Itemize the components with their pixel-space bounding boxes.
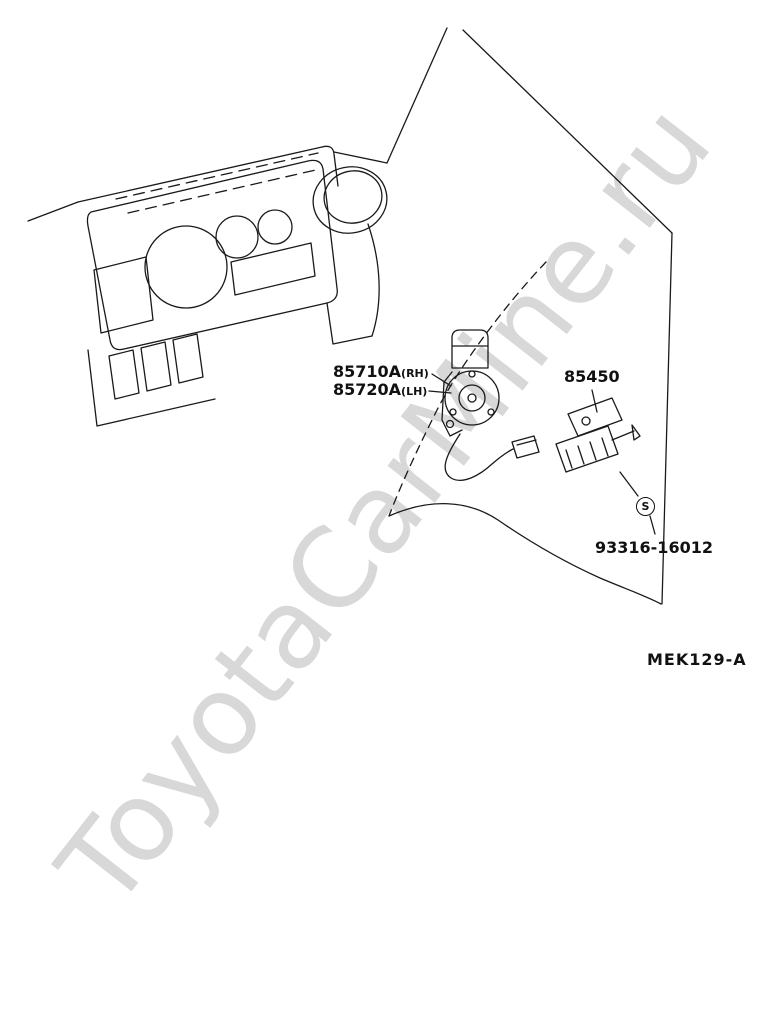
- window-motor-drawing: [441, 329, 540, 481]
- part-number: 85720A: [333, 380, 402, 399]
- cab-outline: [386, 27, 673, 605]
- door-bottom-curve: [388, 503, 662, 605]
- vent-slots-row2: [127, 168, 321, 214]
- switch-body: [555, 425, 619, 473]
- leader-screw-number: [649, 515, 656, 535]
- switch-rect-2: [140, 341, 172, 392]
- part-qualifier: (LH): [401, 385, 428, 398]
- motor-housing: [451, 329, 489, 369]
- part-qualifier: (RH): [401, 367, 429, 380]
- gear-housing-inner: [458, 384, 486, 412]
- switch-stem: [611, 430, 635, 441]
- roof-line: [462, 29, 673, 234]
- switch-body-hatch-4: [601, 437, 609, 457]
- leader-screw-symbol: [619, 471, 639, 497]
- gear-bolt-2: [449, 408, 457, 416]
- wire-connector-line: [516, 439, 537, 446]
- switch-body-hatch-3: [589, 441, 597, 461]
- steering-column-inner: [323, 170, 383, 224]
- gear-bolt-1: [487, 408, 495, 416]
- part-label-motor-lh: 85720A(LH): [333, 381, 427, 400]
- motor-wire: [444, 433, 514, 481]
- gear-bolt-3: [468, 370, 476, 378]
- part-label-screw: 93316-16012: [595, 539, 713, 556]
- switch-bracket-hole: [581, 416, 591, 426]
- dash-right-contour: [367, 223, 380, 337]
- dash-lower-right-pocket: [326, 302, 373, 345]
- switch-body-hatch-1: [565, 449, 573, 469]
- steering-column-outer: [312, 166, 388, 234]
- switch-rect-3: [172, 333, 204, 384]
- part-number: 85450: [564, 367, 620, 386]
- wire-connector: [511, 435, 540, 459]
- part-number: 85710A: [333, 362, 402, 381]
- door-rear-edge: [661, 232, 673, 605]
- leader-switch: [591, 389, 598, 413]
- speedometer-gauge: [144, 225, 228, 309]
- part-label-motor-rh: 85710A(RH): [333, 363, 429, 382]
- gauge-small-left: [215, 215, 259, 259]
- cluster-panel: [86, 159, 338, 351]
- motor-bracket: [441, 371, 463, 437]
- cluster-wide-rectangle: [230, 242, 316, 296]
- gear-housing-outer: [444, 370, 500, 426]
- screw-symbol-badge: S: [636, 497, 655, 516]
- dash-lower-outline: [87, 349, 216, 427]
- switch-bracket: [567, 397, 623, 437]
- gear-shaft: [467, 393, 477, 403]
- dash-to-pillar-line: [333, 151, 388, 164]
- part-label-switch: 85450: [564, 368, 620, 385]
- dash-top-edge: [77, 145, 339, 203]
- leader-motor-lh: [428, 390, 452, 394]
- figure-code: MEK129-A: [647, 650, 747, 669]
- part-number: 93316-16012: [595, 538, 713, 557]
- leader-lines: [428, 373, 656, 535]
- dashboard-drawing: [27, 145, 388, 427]
- switch-assembly-drawing: [555, 397, 641, 473]
- switch-stem-tip: [631, 424, 641, 441]
- switch-body-hatch-2: [577, 445, 585, 465]
- a-pillar-line: [386, 27, 448, 164]
- cluster-left-rectangle: [93, 256, 154, 334]
- vent-slots-row1: [115, 152, 319, 200]
- gauge-small-right: [257, 209, 293, 245]
- switch-rect-1: [108, 349, 140, 400]
- leader-motor-rh: [431, 373, 452, 387]
- bracket-hole: [445, 419, 455, 429]
- dash-left-stub: [27, 201, 79, 222]
